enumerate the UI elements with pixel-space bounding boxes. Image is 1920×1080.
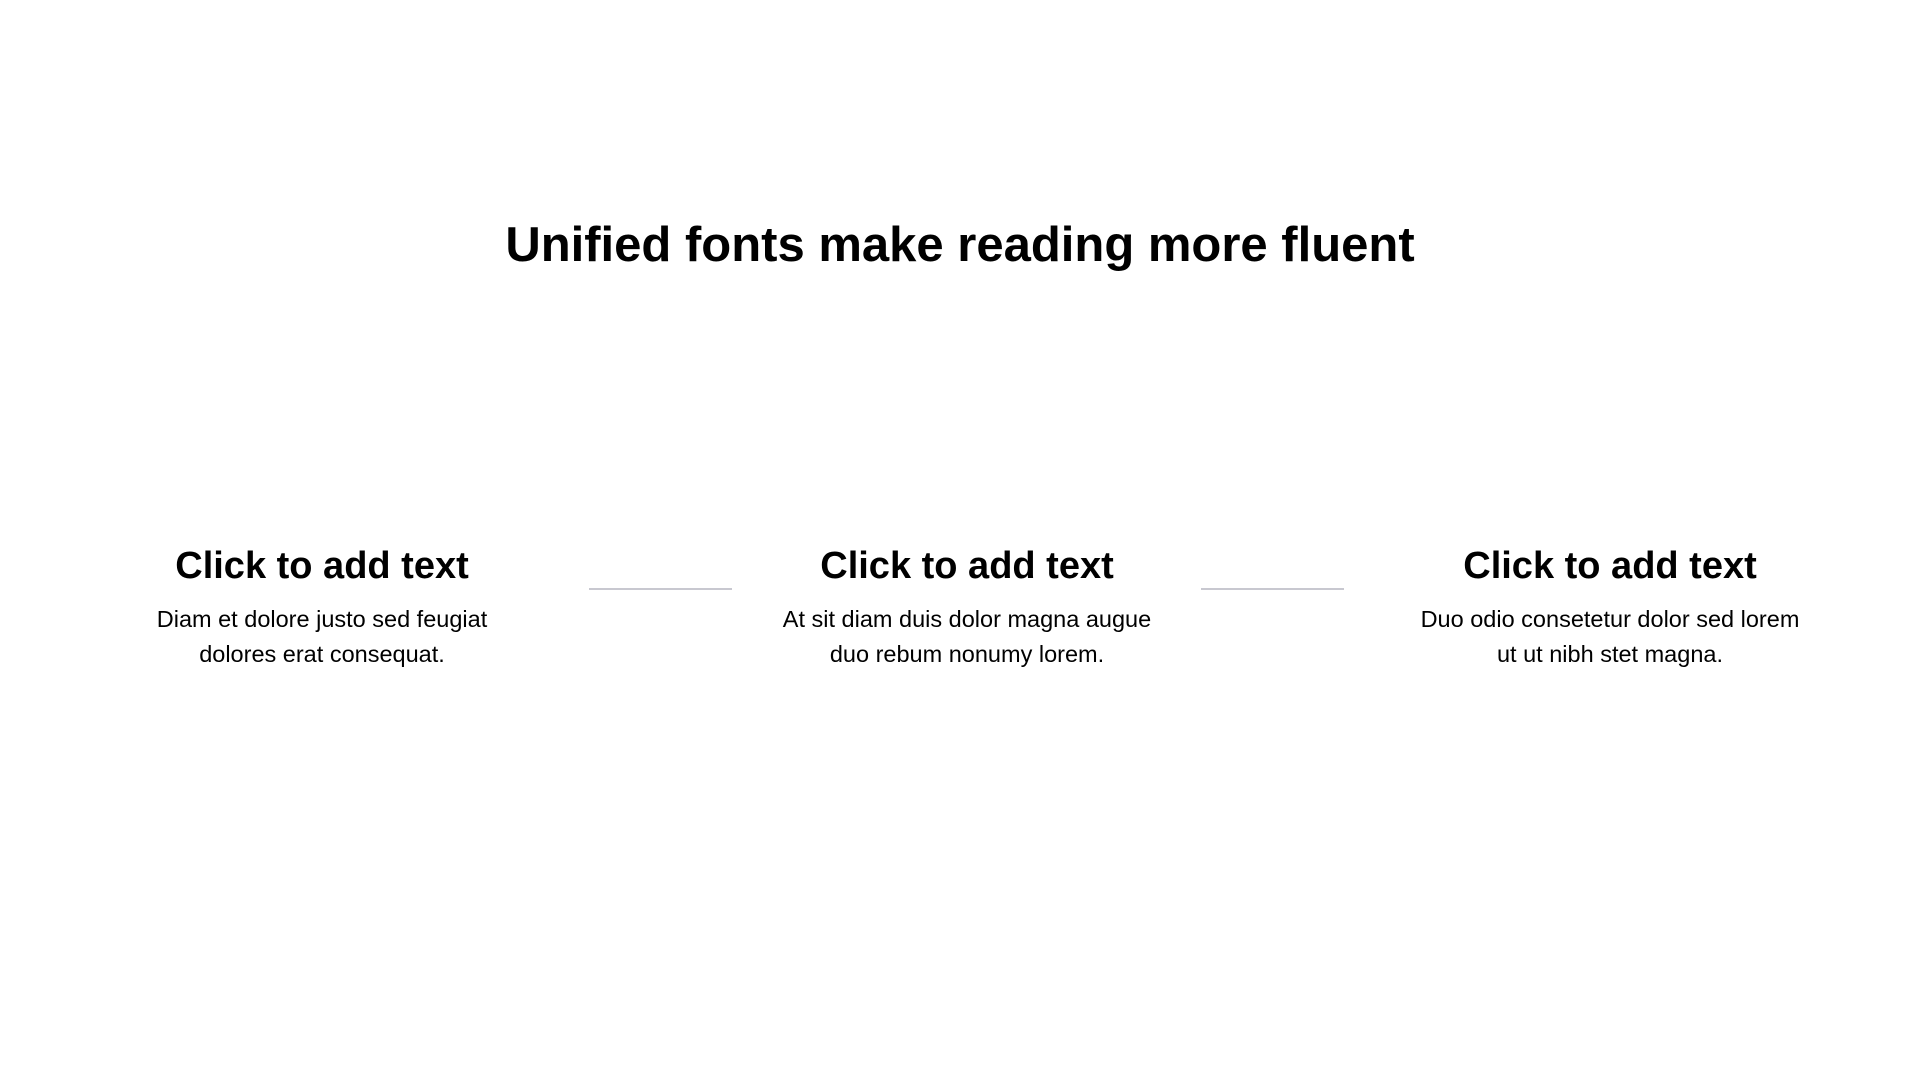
- column-divider-1: [589, 588, 732, 590]
- column-body-2[interactable]: At sit diam duis dolor magna augue duo r…: [737, 602, 1197, 672]
- slide-title[interactable]: Unified fonts make reading more fluent: [505, 218, 1415, 272]
- column-body-2-line-2: duo rebum nonumy lorem.: [829, 641, 1105, 667]
- text-column-1: Click to add text Diam et dolore justo s…: [92, 540, 552, 672]
- column-divider-2: [1201, 588, 1344, 590]
- column-body-2-line-1: At sit diam duis dolor magna augue: [782, 606, 1152, 632]
- column-body-1[interactable]: Diam et dolore justo sed feugiat dolores…: [92, 602, 552, 672]
- text-column-3: Click to add text Duo odio consetetur do…: [1380, 540, 1840, 672]
- column-body-1-line-2: dolores erat consequat.: [199, 641, 445, 667]
- column-heading-1[interactable]: Click to add text: [175, 545, 469, 587]
- column-body-3-line-1: Duo odio consetetur dolor sed lorem: [1420, 606, 1800, 632]
- column-heading-3[interactable]: Click to add text: [1463, 545, 1757, 587]
- text-column-2: Click to add text At sit diam duis dolor…: [737, 540, 1197, 672]
- column-body-1-line-1: Diam et dolore justo sed feugiat: [156, 606, 488, 632]
- column-body-3[interactable]: Duo odio consetetur dolor sed lorem ut u…: [1380, 602, 1840, 672]
- column-heading-2[interactable]: Click to add text: [820, 545, 1114, 587]
- column-body-3-line-2: ut ut nibh stet magna.: [1496, 641, 1723, 667]
